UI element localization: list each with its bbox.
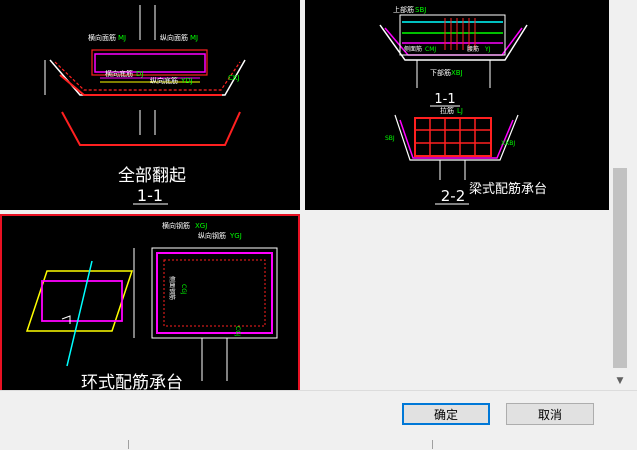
template-gallery: 横向面筋 MJ 纵向面筋 MJ 横向底筋 DJ 纵向底筋 YDJ CKJ 全部翻… (0, 0, 611, 390)
label-side: 侧面钢筋 (168, 276, 176, 300)
label-top-code: MJ (118, 34, 126, 42)
scrollbar-thumb[interactable] (613, 168, 627, 368)
label-yj: 腰筋 (467, 45, 479, 53)
section-bottom: 2-2 (441, 187, 466, 205)
divider (432, 440, 433, 449)
label-long-code: MJ (190, 34, 198, 42)
tile-full-flip[interactable]: 横向面筋 MJ 纵向面筋 MJ 横向底筋 DJ 纵向底筋 YDJ CKJ 全部翻… (0, 0, 300, 210)
scroll-down-arrow-icon[interactable]: ▼ (616, 376, 624, 386)
label-cgj-bottom: CGJ (234, 326, 241, 337)
label-sbj: 上部筋 (393, 5, 414, 14)
label-long-bottom-code: YDJ (180, 77, 193, 85)
label-xxbj: XXBJ (501, 140, 515, 147)
label-bottom-code: DJ (136, 70, 143, 78)
tile-caption: 全部翻起 (118, 166, 186, 186)
label-xbj-code: XBJ (451, 69, 463, 77)
label-lj-code: LJ (457, 107, 463, 115)
tile-beam-cap[interactable]: 1-1 上部筋 SBJ 侧面筋 CMJ 腰筋 YJ 下部筋 XBJ 拉筋 LJ … (305, 0, 609, 210)
label-xgj: 横向钢筋 (162, 221, 190, 230)
label-xgj-code: XGJ (195, 222, 207, 230)
label-ygj: 纵向钢筋 (198, 231, 226, 240)
ok-button[interactable]: 确定 (402, 403, 490, 425)
label-yj-code: YJ (484, 46, 491, 53)
label-sbj-2: SBJ (385, 135, 395, 142)
label-top: 横向面筋 (88, 33, 116, 42)
label-side-code: CGJ (180, 284, 187, 295)
label-cmj: 侧面筋 (404, 45, 422, 53)
tile-caption: 环式配筋承台 (81, 373, 183, 390)
label-side: CKJ (228, 74, 240, 82)
label-bottom: 横向底筋 (105, 69, 133, 78)
label-cmj-code: CMJ (425, 46, 436, 53)
tile-ring-cap[interactable]: 横向钢筋 XGJ 纵向钢筋 YGJ 侧面钢筋 CGJ CGJ 环式配筋承台 (0, 214, 300, 390)
section-label: 1-1 (137, 186, 163, 205)
tile-caption: 梁式配筋承台 (469, 181, 547, 197)
label-long: 纵向面筋 (160, 33, 188, 42)
section-top: 1-1 (434, 92, 455, 107)
cancel-button[interactable]: 取消 (506, 403, 594, 425)
vertical-scrollbar[interactable]: ▼ (611, 0, 629, 390)
label-ygj-code: YGJ (229, 232, 242, 240)
dialog-footer: 确定 取消 (0, 390, 637, 450)
label-xbj: 下部筋 (430, 68, 451, 77)
label-lj: 拉筋 (440, 106, 454, 115)
divider (128, 440, 129, 449)
label-long-bottom: 纵向底筋 (150, 76, 178, 85)
label-sbj-code: SBJ (415, 6, 426, 14)
